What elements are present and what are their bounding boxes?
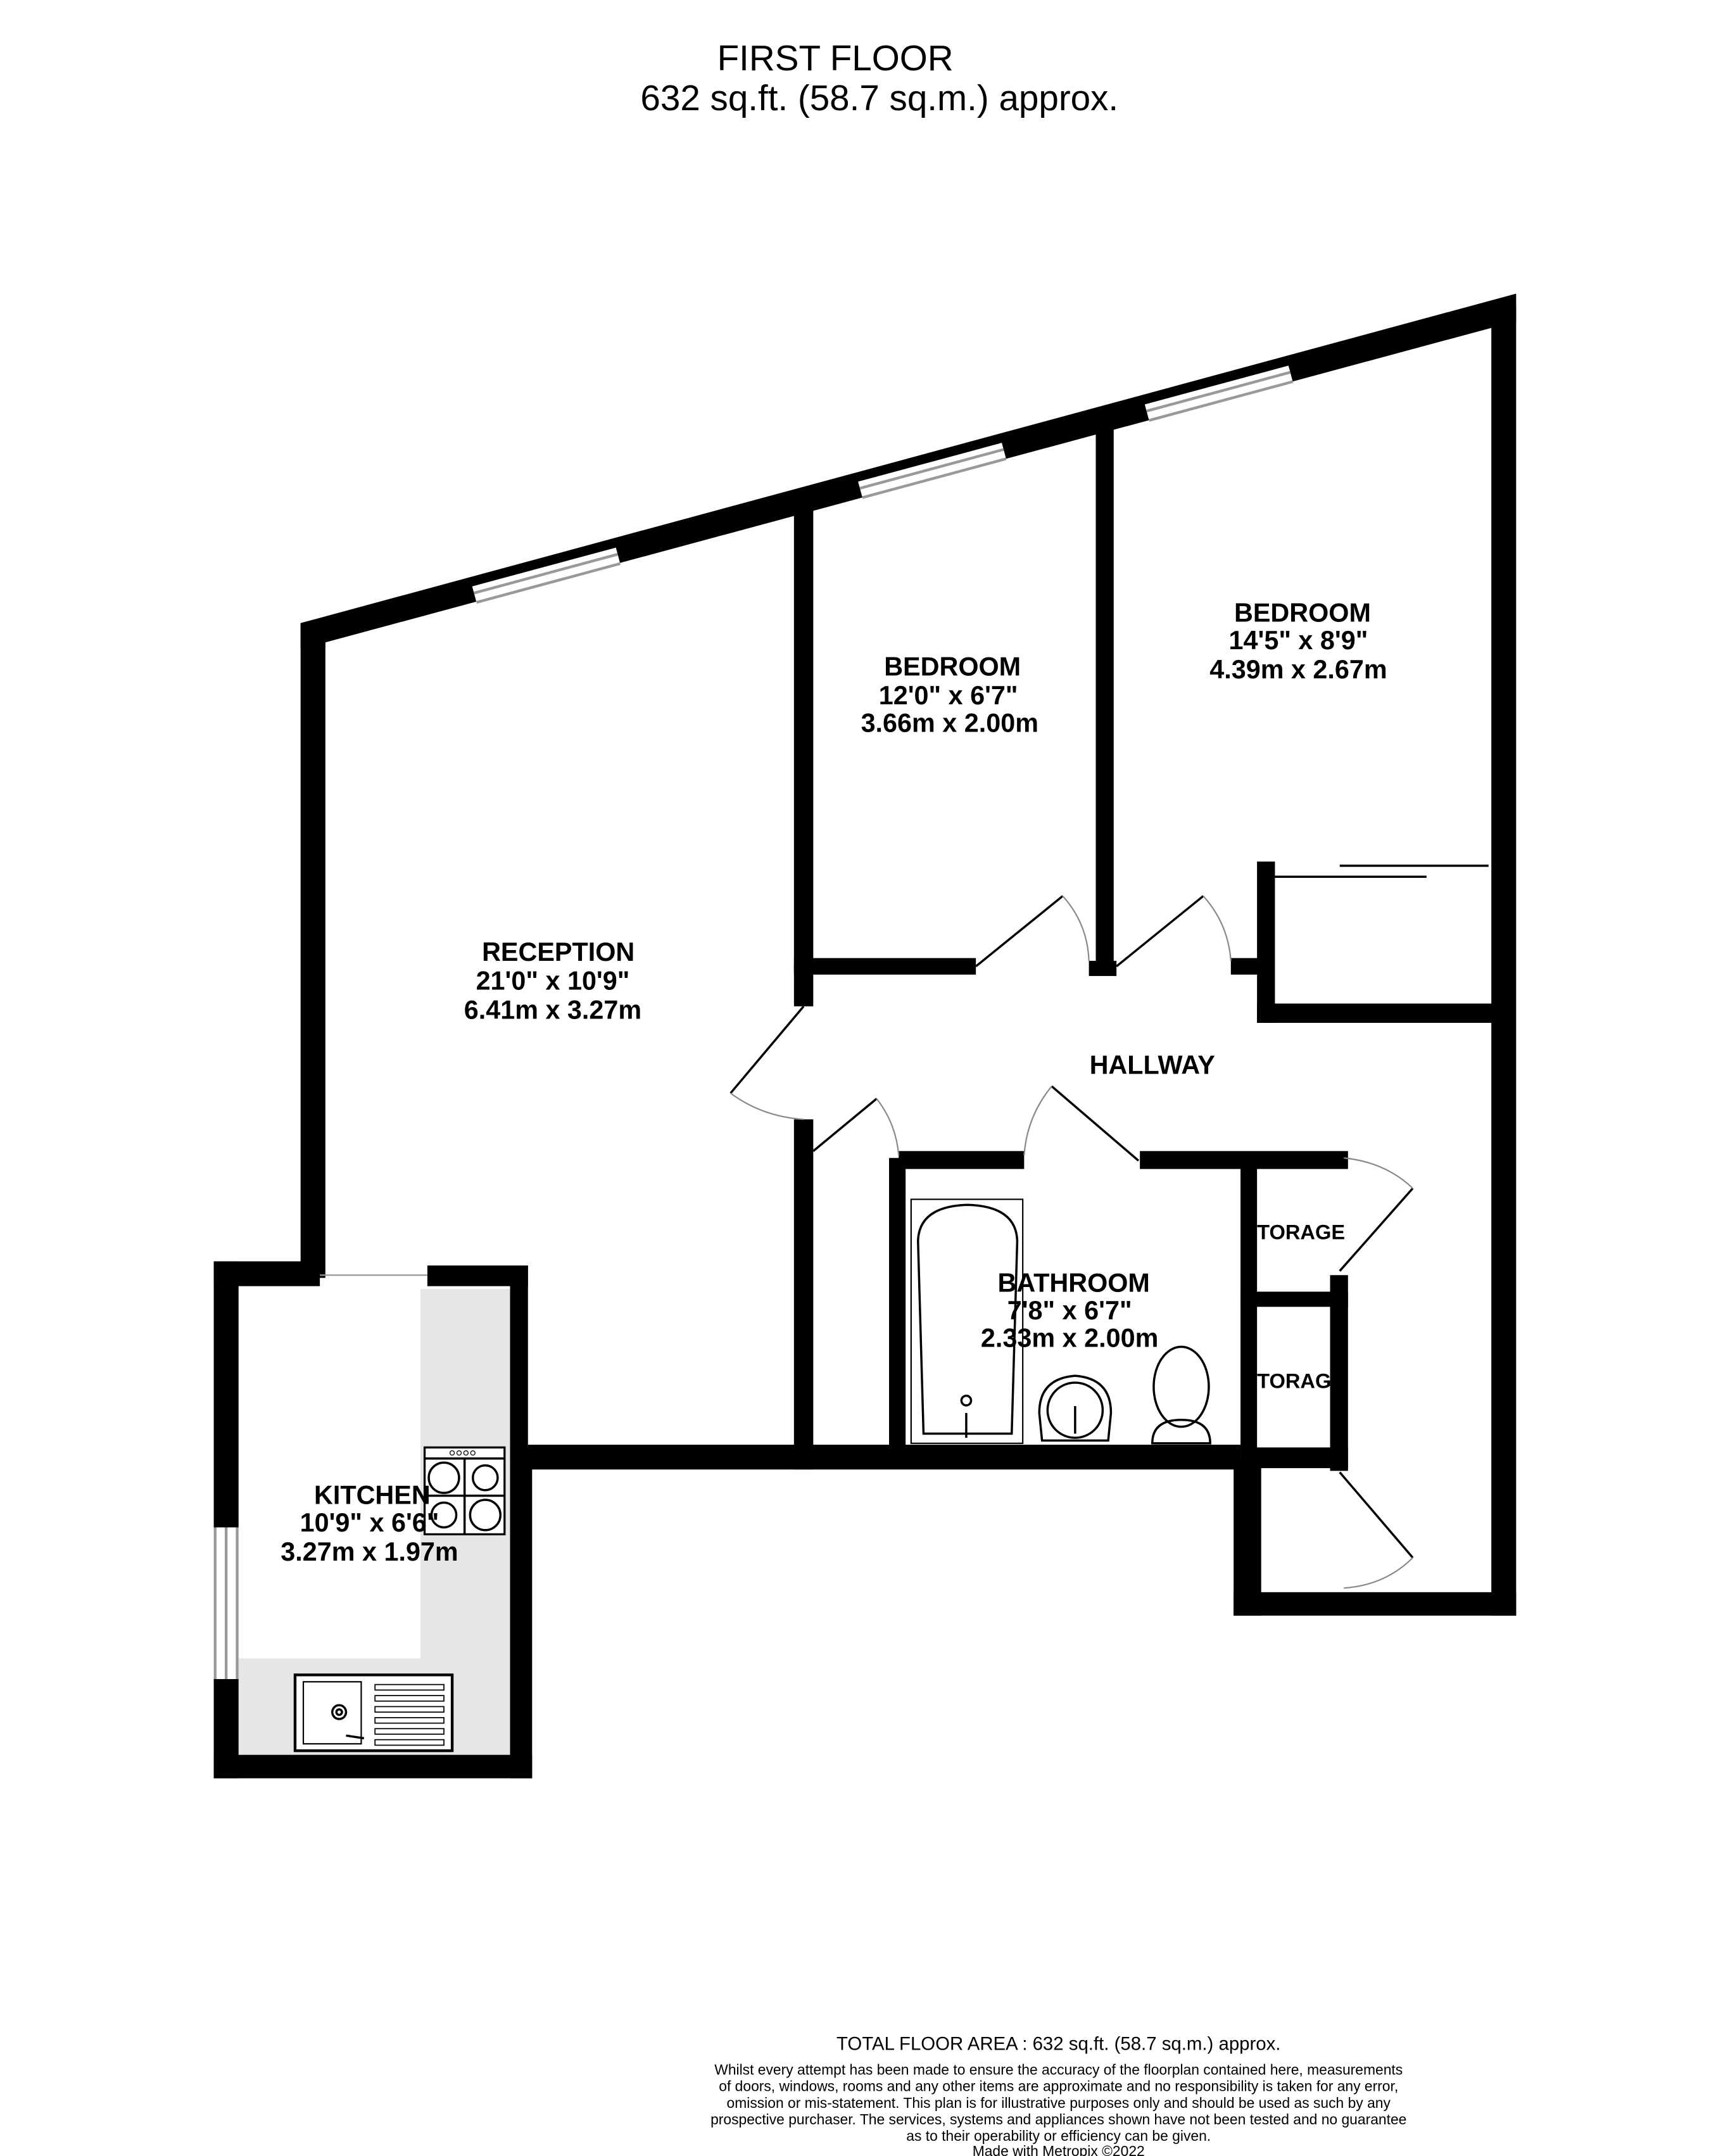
sink-icon	[293, 1673, 454, 1753]
doors	[729, 895, 1414, 1589]
room-size-metric: 3.27m x 1.97m	[281, 1537, 458, 1566]
room-size-metric: 6.41m x 3.27m	[464, 995, 641, 1024]
footer: TOTAL FLOOR AREA : 632 sq.ft. (58.7 sq.m…	[710, 2033, 1406, 2156]
door-bedroom1	[975, 895, 1090, 968]
room-storage-1: TORAGE	[1257, 1221, 1345, 1244]
room-name: BEDROOM	[1234, 599, 1371, 628]
room-name: BATHROOM	[997, 1268, 1149, 1297]
toilet-icon	[1151, 1345, 1211, 1445]
room-size-imperial: 12'0" x 6'7"	[879, 681, 1018, 710]
room-size-metric: 3.66m x 2.00m	[861, 709, 1038, 738]
room-name: KITCHEN	[314, 1481, 431, 1510]
room-size-imperial: 14'5" x 8'9"	[1229, 626, 1368, 655]
disclaimer-line: as to their operability or efficiency ca…	[906, 2127, 1211, 2144]
windows	[213, 365, 1295, 1679]
room-size-imperial: 21'0" x 10'9"	[476, 967, 630, 996]
room-size-imperial: 7'8" x 6'7"	[1007, 1296, 1132, 1325]
door-bathroom	[1023, 1085, 1140, 1162]
room-name: BEDROOM	[884, 652, 1021, 681]
bathtub-icon	[910, 1198, 1024, 1444]
room-bedroom-2: BEDROOM 14'5" x 8'9" 4.39m x 2.67m	[1209, 599, 1387, 684]
floor-area: 632 sq.ft. (58.7 sq.m.) approx.	[640, 78, 1118, 118]
room-storage-2: TORAG	[1257, 1369, 1331, 1393]
credit: Made with Metropix ©2022	[973, 2143, 1145, 2156]
disclaimer-line: of doors, windows, rooms and any other i…	[719, 2078, 1398, 2095]
door-storage2	[1339, 1471, 1414, 1589]
room-size-metric: 4.39m x 2.67m	[1209, 655, 1387, 684]
room-kitchen: KITCHEN 10'9" x 6'6" 3.27m x 1.97m	[281, 1481, 458, 1566]
door-hall	[812, 1098, 900, 1155]
room-bathroom: BATHROOM 7'8" x 6'7" 2.33m x 2.00m	[981, 1268, 1158, 1352]
room-reception: RECEPTION 21'0" x 10'9" 6.41m x 3.27m	[464, 937, 641, 1024]
disclaimer-line: Whilst every attempt has been made to en…	[714, 2062, 1403, 2078]
hob-icon	[423, 1446, 506, 1536]
room-size-imperial: 10'9" x 6'6"	[300, 1508, 439, 1537]
disclaimer-line: prospective purchaser. The services, sys…	[710, 2111, 1406, 2127]
floor-title: FIRST FLOOR	[717, 38, 954, 78]
door-reception	[729, 1005, 805, 1120]
wardrobe-doors	[1275, 865, 1489, 878]
door-storage1	[1339, 1157, 1414, 1272]
window	[472, 547, 622, 609]
room-size-metric: 2.33m x 2.00m	[981, 1323, 1158, 1352]
total-floor-area: TOTAL FLOOR AREA : 632 sq.ft. (58.7 sq.m…	[836, 2033, 1280, 2054]
kitchen-window	[213, 1527, 239, 1679]
room-name: RECEPTION	[482, 937, 634, 967]
window	[858, 443, 1008, 505]
room-hallway: HALLWAY	[1090, 1050, 1215, 1079]
door-bedroom2	[1116, 895, 1232, 968]
room-bedroom-1: BEDROOM 12'0" x 6'7" 3.66m x 2.00m	[861, 652, 1038, 737]
basin-icon	[1038, 1374, 1113, 1442]
disclaimer-line: omission or mis-statement. This plan is …	[727, 2095, 1391, 2111]
window	[1144, 365, 1295, 428]
